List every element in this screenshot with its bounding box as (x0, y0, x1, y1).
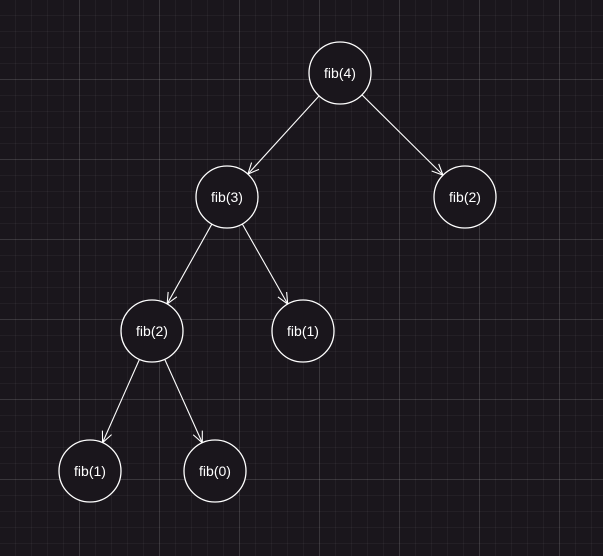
node-label: fib(1) (287, 323, 319, 339)
node-label: fib(2) (136, 323, 168, 339)
edge-arrow (166, 223, 213, 306)
tree-node[interactable]: fib(0) (183, 439, 247, 503)
edge-line (166, 223, 213, 305)
tree-node[interactable]: fib(3) (195, 165, 259, 229)
node-circle (183, 439, 247, 503)
edges-layer (101, 94, 444, 444)
node-label: fib(0) (199, 463, 231, 479)
node-label: fib(3) (211, 189, 243, 205)
edge-arrow (246, 95, 320, 176)
node-label: fib(1) (74, 463, 106, 479)
node-circle (58, 439, 122, 503)
node-circle (120, 299, 184, 363)
edge-arrow (241, 223, 289, 306)
node-circle (433, 165, 497, 229)
node-circle (271, 299, 335, 363)
edge-line (361, 94, 444, 176)
edge-line (241, 223, 289, 305)
tree-node[interactable]: fib(2) (120, 299, 184, 363)
tree-node[interactable]: fib(1) (271, 299, 335, 363)
tree-node[interactable]: fib(4) (308, 41, 372, 105)
edge-line (102, 359, 140, 443)
node-circle (308, 41, 372, 105)
edge-arrow (164, 359, 203, 444)
edge-arrow (101, 359, 140, 444)
node-label: fib(2) (449, 189, 481, 205)
tree-node[interactable]: fib(2) (433, 165, 497, 229)
edge-line (247, 95, 320, 175)
edge-line (164, 359, 203, 443)
tree-node[interactable]: fib(1) (58, 439, 122, 503)
node-circle (195, 165, 259, 229)
edge-arrow (361, 94, 444, 177)
node-label: fib(4) (324, 65, 356, 81)
nodes-layer: fib(4) fib(3) fib(2) fib(2) fib(1) fib(1… (58, 41, 497, 503)
